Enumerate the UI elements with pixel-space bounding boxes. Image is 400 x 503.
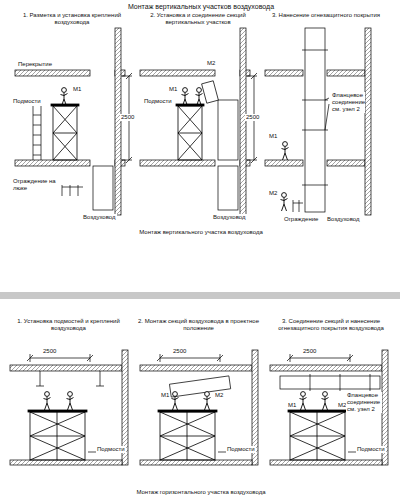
- callout-number: М1: [72, 86, 82, 93]
- callout-number: М1: [168, 86, 178, 93]
- step-title: 3. Нанесение огнезащитного покрытия: [265, 12, 387, 19]
- step-title: 1. Разметка и установка креплений воздух…: [15, 12, 129, 26]
- dimension: 2500: [172, 348, 187, 355]
- callout-number: М1: [160, 392, 170, 399]
- callout-number: М2: [206, 60, 216, 67]
- callout-number: М1: [268, 133, 278, 140]
- step-title: 2. Установка и соединение секций вертика…: [138, 12, 258, 26]
- part-label: Подмости: [96, 446, 126, 453]
- dimension: 2500: [302, 348, 317, 355]
- title: Монтаж вертикальных участков воздуховода: [60, 3, 342, 11]
- part-label: Фланцевое соединение см. узел 2: [331, 92, 365, 113]
- dimension: 2500: [42, 348, 57, 355]
- caption-label: Монтаж вертикального участка воздуховода: [100, 229, 302, 236]
- part-label: Фланцевое соединение см. узел 2: [346, 392, 382, 413]
- step-title: 2. Монтаж секций воздуховода в проектное…: [135, 318, 262, 332]
- part-label: Ограждение на люке: [12, 178, 60, 192]
- part-label: Подмости: [226, 446, 256, 453]
- callout-number: М2: [268, 190, 278, 197]
- caption: Монтаж горизонтального участка воздухово…: [60, 489, 342, 496]
- part-label: Воздуховод: [326, 216, 361, 223]
- step-title: 1. Установка подмостей и креплений возду…: [5, 318, 132, 332]
- part-label: Воздуховод: [212, 214, 247, 221]
- callout-number: М2: [214, 392, 224, 399]
- callout-number: М1: [287, 402, 297, 409]
- part-label: Подмости: [356, 446, 386, 453]
- part-label: Подмости: [143, 98, 173, 105]
- step-title: 3. Соединение секций и нанесение огнезащ…: [265, 318, 397, 332]
- part-label: Подмости: [12, 98, 42, 105]
- part-label: Перекрытие: [17, 61, 53, 68]
- part-label: Ограждение: [283, 216, 319, 223]
- dimension: 2500: [245, 114, 260, 121]
- part-label: Воздуховод: [82, 214, 117, 221]
- dimension: 2500: [120, 114, 135, 121]
